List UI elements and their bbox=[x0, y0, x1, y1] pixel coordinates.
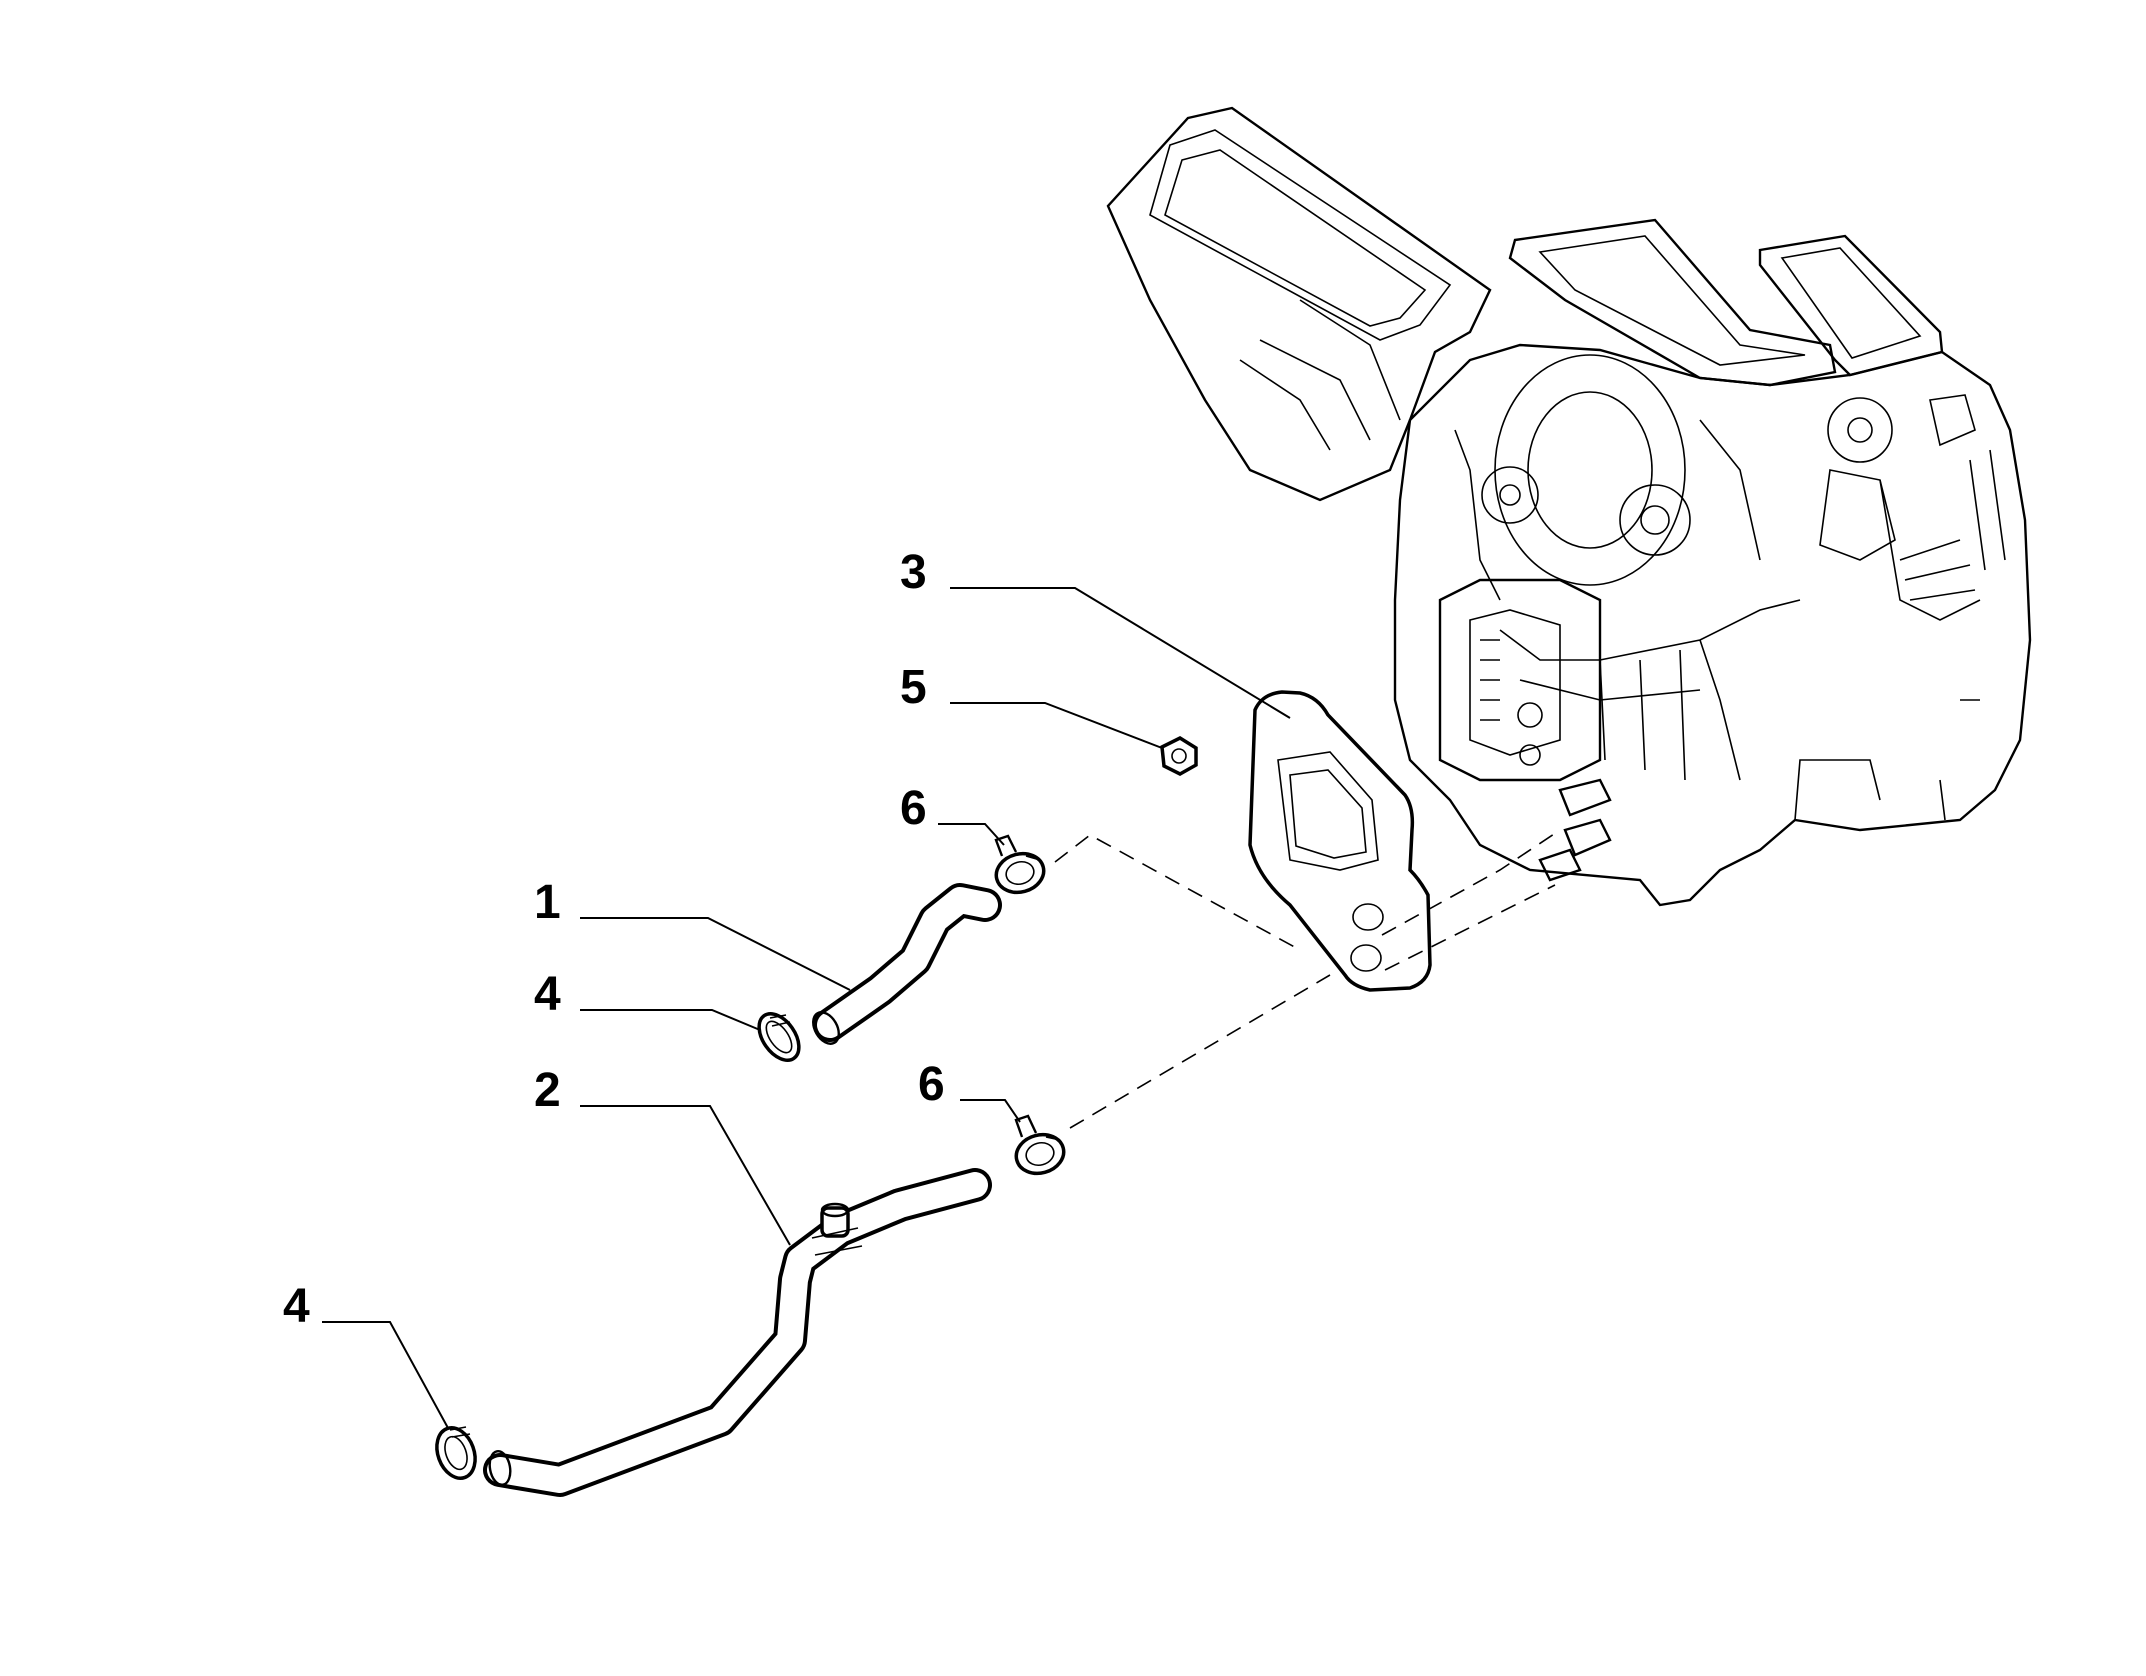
part-6-clamp-lower bbox=[1014, 1114, 1066, 1176]
callout-5: 5 bbox=[900, 661, 927, 714]
callout-4-lower: 4 bbox=[283, 1280, 310, 1333]
leader-lines bbox=[322, 587, 1291, 1429]
part-3-gasket bbox=[1248, 690, 1432, 992]
callout-3: 3 bbox=[900, 546, 927, 599]
hvac-heater-unit bbox=[1106, 106, 2032, 907]
part-5-nut bbox=[1160, 735, 1198, 776]
assembly-lines bbox=[1054, 829, 1561, 1129]
callout-4-upper: 4 bbox=[534, 968, 561, 1021]
callout-numbers: 3 5 6 1 4 2 6 4 bbox=[283, 546, 945, 1333]
callout-2: 2 bbox=[534, 1064, 561, 1117]
part-4-clamp-upper bbox=[757, 1012, 801, 1062]
part-2-hose bbox=[483, 1168, 992, 1497]
part-4-clamp-lower bbox=[435, 1426, 477, 1480]
part-1-hose bbox=[812, 883, 1002, 1045]
callout-6-upper: 6 bbox=[900, 782, 927, 835]
callout-6-lower: 6 bbox=[918, 1058, 945, 1111]
callout-1: 1 bbox=[534, 876, 561, 929]
part-6-clamp-upper bbox=[994, 834, 1046, 895]
